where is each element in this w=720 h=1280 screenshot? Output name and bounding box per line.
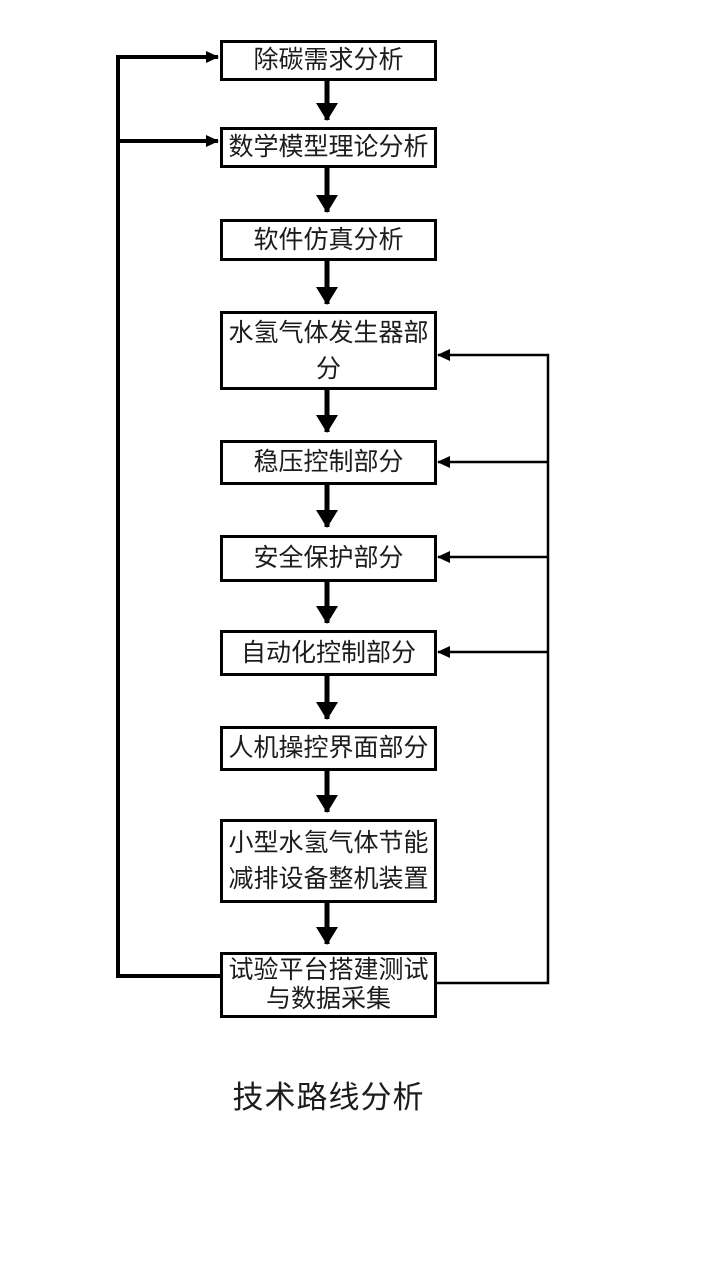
node-automation-control: 自动化控制部分 bbox=[220, 630, 437, 676]
feedback-right-n10-n4 bbox=[437, 349, 550, 985]
node-decarbonization-demand-analysis: 除碳需求分析 bbox=[220, 40, 437, 81]
node-software-simulation-analysis: 软件仿真分析 bbox=[220, 219, 437, 261]
node-safety-protection: 安全保护部分 bbox=[220, 535, 437, 582]
node-human-machine-interface: 人机操控界面部分 bbox=[220, 726, 437, 771]
feedback-left-n10-n1 bbox=[116, 51, 220, 978]
node-pressure-stabilization-control: 稳压控制部分 bbox=[220, 440, 437, 485]
node-test-platform-data-collection: 试验平台搭建测试与数据采集 bbox=[220, 952, 437, 1018]
node-water-hydrogen-gas-generator: 水氢气体发生器部分 bbox=[220, 311, 437, 390]
node-math-model-theory-analysis: 数学模型理论分析 bbox=[220, 127, 437, 168]
node-complete-device-assembly: 小型水氢气体节能减排设备整机装置 bbox=[220, 819, 437, 903]
diagram-title: 技术路线分析 bbox=[232, 1080, 425, 1115]
